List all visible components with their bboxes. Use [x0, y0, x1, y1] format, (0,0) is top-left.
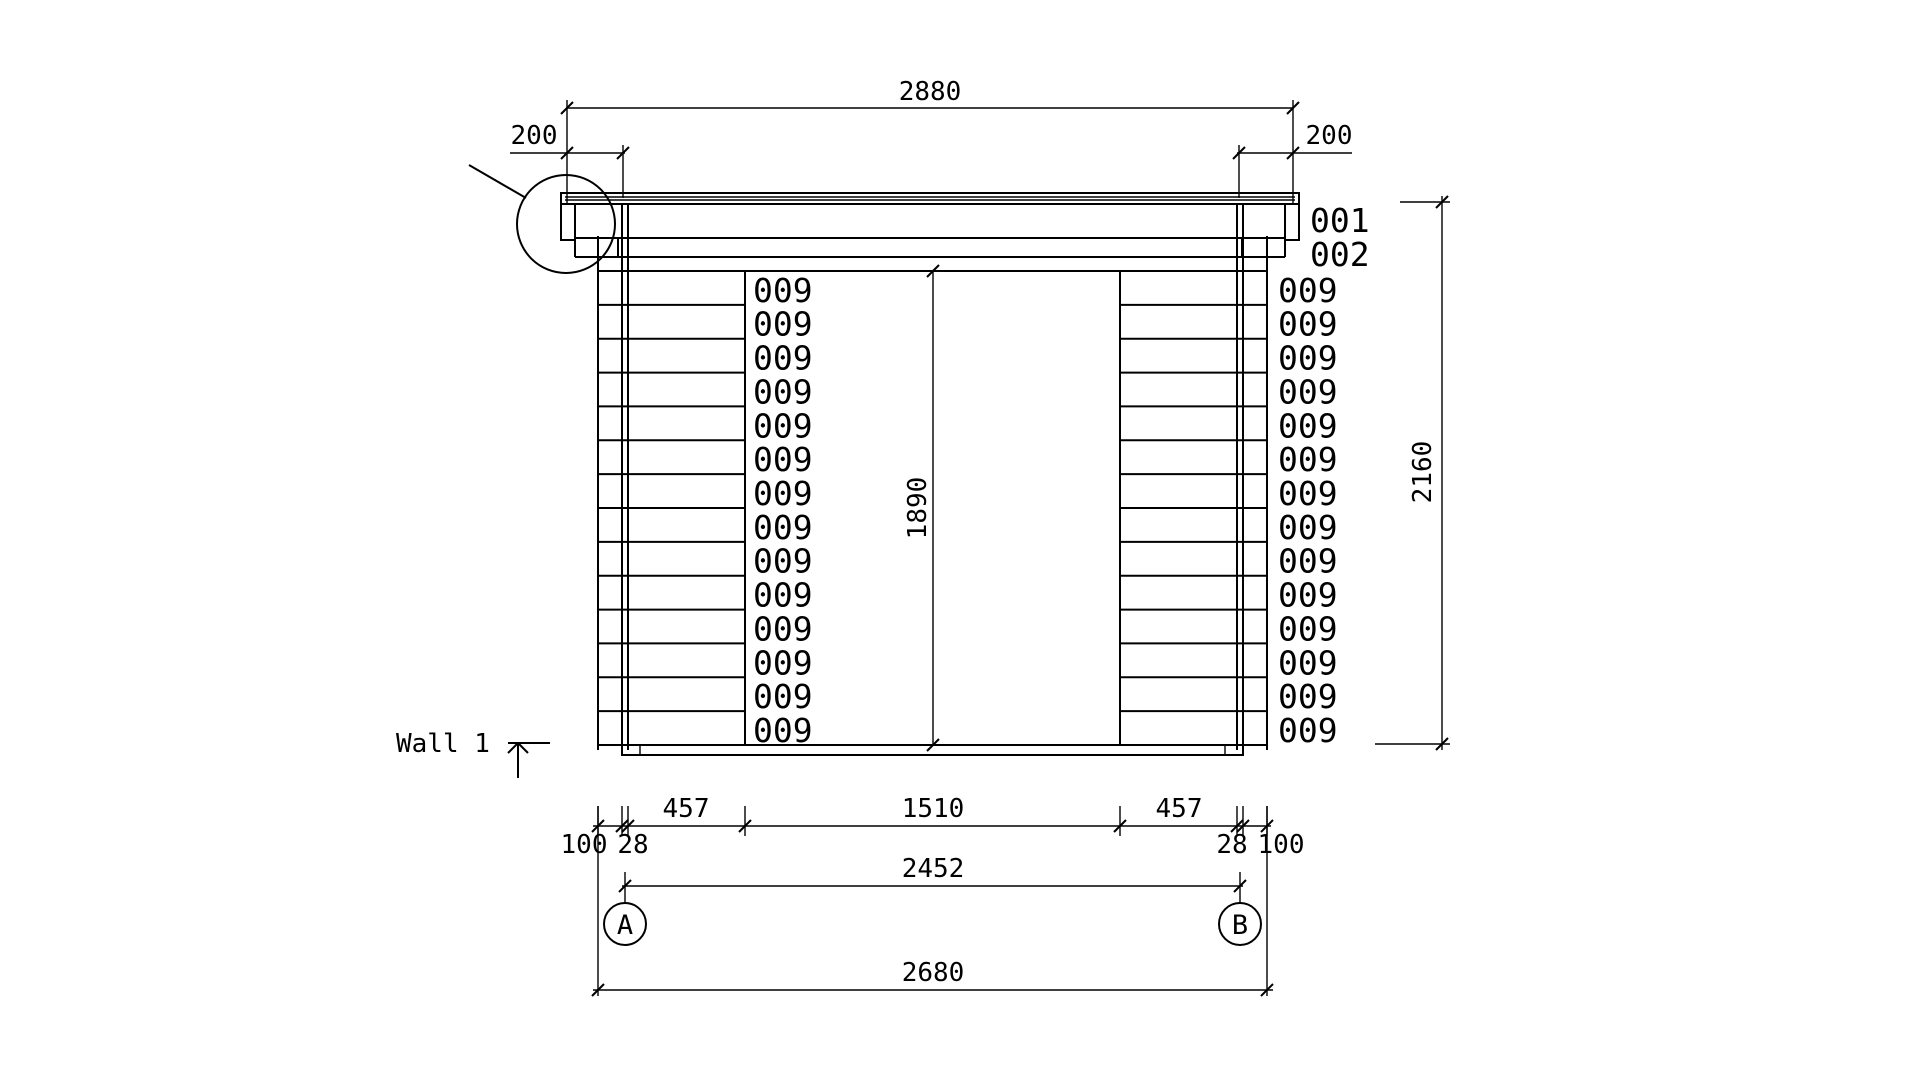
- overall-width-label: 2880: [899, 77, 962, 107]
- part-label-009-right: 009: [1278, 271, 1338, 310]
- part-label-009-left: 009: [753, 271, 813, 310]
- base-width-label: 2680: [902, 958, 965, 988]
- right-edge-28-label: 28: [1216, 830, 1247, 860]
- right-edge-100-label: 100: [1258, 830, 1305, 860]
- dimension-row-openings: 457 1510 457 100 28 28 100: [561, 794, 1305, 860]
- axis-marker-b: B: [1218, 902, 1262, 946]
- door-width-label: 1510: [902, 794, 965, 824]
- left-edge-28-label: 28: [617, 830, 648, 860]
- dimension-overall-width: 2880: [560, 77, 1300, 205]
- part-label-009-left: 009: [753, 372, 813, 411]
- part-label-009-right: 009: [1278, 339, 1338, 378]
- part-label-009-right: 009: [1278, 372, 1338, 411]
- part-label-002: 002: [1310, 235, 1370, 274]
- part-label-001: 001: [1310, 201, 1370, 240]
- left-edge-100-label: 100: [561, 830, 608, 860]
- detail-callout: [468, 164, 616, 274]
- axis-a-label: A: [617, 910, 633, 941]
- overhang-right-label: 200: [1306, 121, 1353, 151]
- overhang-left-label: 200: [511, 121, 558, 151]
- part-label-009-right: 009: [1278, 609, 1338, 648]
- part-label-009-right: 009: [1278, 711, 1338, 750]
- part-label-009-right: 009: [1278, 643, 1338, 682]
- door-height-label: 1890: [903, 477, 933, 540]
- part-label-009-right: 009: [1278, 677, 1338, 716]
- part-label-009-left: 009: [753, 474, 813, 513]
- part-label-009-right: 009: [1278, 508, 1338, 547]
- part-label-009-right: 009: [1278, 305, 1338, 344]
- view-marker-wall-1: Wall 1: [396, 729, 550, 778]
- part-label-009-right: 009: [1278, 406, 1338, 445]
- axis-marker-a: A: [603, 902, 647, 946]
- part-label-009-left: 009: [753, 305, 813, 344]
- dimension-overhang-left: 200: [510, 121, 630, 198]
- view-label: Wall 1: [396, 729, 490, 759]
- part-label-009-left: 009: [753, 609, 813, 648]
- dimension-overhang-right: 200: [1232, 121, 1353, 198]
- part-label-009-right: 009: [1278, 576, 1338, 615]
- total-height-label: 2160: [1408, 441, 1438, 504]
- part-label-009-left: 009: [753, 643, 813, 682]
- roof-boards: [560, 192, 1300, 272]
- dimension-axis-span: 2452: [618, 854, 1247, 904]
- part-label-009-right: 009: [1278, 474, 1338, 513]
- dimension-base-width: 2680: [591, 806, 1274, 997]
- left-wall-segment-label: 457: [663, 794, 710, 824]
- part-label-009-left: 009: [753, 440, 813, 479]
- part-label-009-left: 009: [753, 711, 813, 750]
- right-wall-segment-label: 457: [1156, 794, 1203, 824]
- part-label-009-right: 009: [1278, 440, 1338, 479]
- part-label-009-right: 009: [1278, 542, 1338, 581]
- part-label-009-left: 009: [753, 508, 813, 547]
- log-courses: [598, 270, 1267, 746]
- axis-b-label: B: [1232, 910, 1248, 941]
- dimension-total-height: 2160: [1375, 195, 1450, 751]
- part-label-009-left: 009: [753, 406, 813, 445]
- axis-span-label: 2452: [902, 854, 965, 884]
- part-label-009-left: 009: [753, 677, 813, 716]
- part-label-009-left: 009: [753, 576, 813, 615]
- part-label-009-left: 009: [753, 339, 813, 378]
- part-label-009-left: 009: [753, 542, 813, 581]
